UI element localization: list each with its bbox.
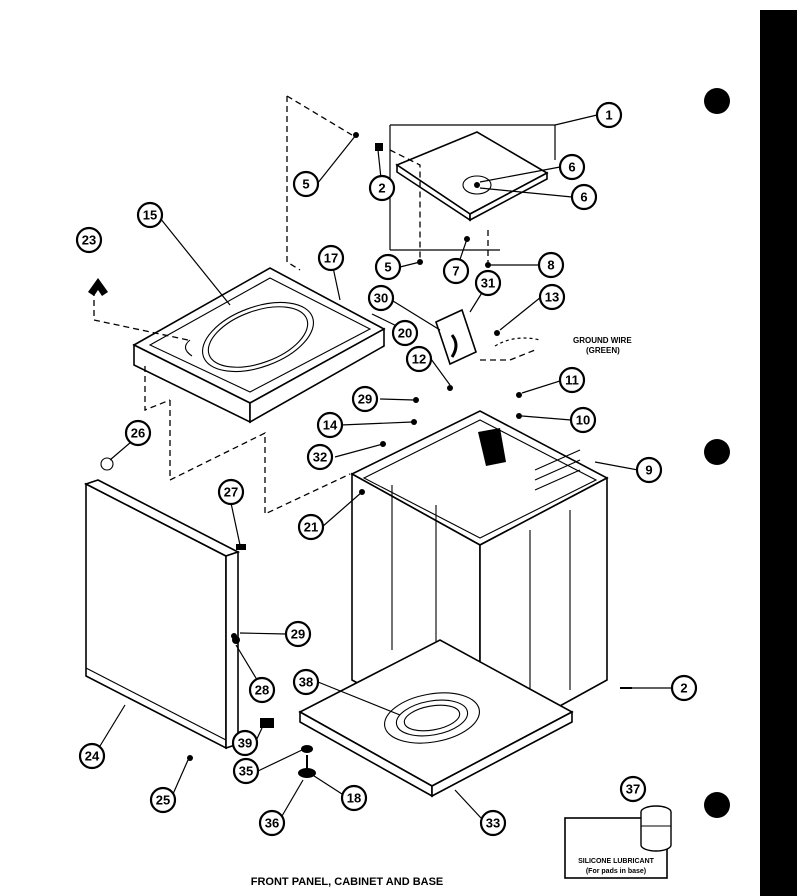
callout-number: 31 xyxy=(481,276,495,291)
callout-1: 1 xyxy=(595,101,623,129)
callout-26: 26 xyxy=(124,419,152,447)
callout-number: 24 xyxy=(85,749,100,764)
callout-24: 24 xyxy=(78,742,106,770)
top-cover-part xyxy=(395,131,549,222)
callout-5: 5 xyxy=(374,253,402,281)
callout-32: 32 xyxy=(306,443,334,471)
callout-18: 18 xyxy=(340,784,368,812)
callout-7: 7 xyxy=(442,257,470,285)
callout-17: 17 xyxy=(317,244,345,272)
callout-number: 6 xyxy=(580,190,587,205)
callout-number: 29 xyxy=(291,627,305,642)
callout-number: 21 xyxy=(304,520,318,535)
callout-number: 18 xyxy=(347,791,361,806)
callout-33: 33 xyxy=(479,809,507,837)
callout-number: 2 xyxy=(378,181,385,196)
callout-number: 37 xyxy=(626,782,640,797)
silicone-lubricant-box: SILICONE LUBRICANT (For pads in base) xyxy=(564,805,672,879)
callout-12: 12 xyxy=(405,345,433,373)
callout-number: 10 xyxy=(576,413,590,428)
callout-30: 30 xyxy=(367,284,395,312)
callout-28: 28 xyxy=(248,676,276,704)
ground-wire-label: GROUND WIRE xyxy=(573,336,632,345)
callout-25: 25 xyxy=(149,786,177,814)
callout-number: 15 xyxy=(143,208,157,223)
callout-27: 27 xyxy=(217,478,245,506)
callout-number: 35 xyxy=(239,764,253,779)
callout-number: 32 xyxy=(313,450,327,465)
callout-number: 7 xyxy=(452,264,459,279)
callout-number: 5 xyxy=(384,260,391,275)
callout-number: 23 xyxy=(82,233,96,248)
callout-number: 25 xyxy=(156,793,170,808)
callout-number: 9 xyxy=(645,463,652,478)
callout-21: 21 xyxy=(297,513,325,541)
callout-35: 35 xyxy=(232,757,260,785)
callout-number: 8 xyxy=(547,258,554,273)
callout-8: 8 xyxy=(537,251,565,279)
callout-number: 27 xyxy=(224,485,238,500)
callout-37: 37 xyxy=(619,775,647,803)
callout-2: 2 xyxy=(670,674,698,702)
binder-hole xyxy=(704,439,730,465)
callout-31: 31 xyxy=(474,269,502,297)
callout-number: 30 xyxy=(374,291,388,306)
callout-39: 39 xyxy=(231,729,259,757)
binder-hole xyxy=(704,88,730,114)
callout-10: 10 xyxy=(569,406,597,434)
callout-number: 2 xyxy=(680,681,687,696)
scan-edge-band xyxy=(760,10,797,896)
figure-caption: FRONT PANEL, CABINET AND BASE xyxy=(251,876,444,888)
callout-number: 38 xyxy=(299,675,313,690)
ground-wire-note: GROUND WIRE (GREEN) xyxy=(573,336,632,355)
callout-number: 20 xyxy=(398,326,412,341)
callout-13: 13 xyxy=(538,283,566,311)
console-top-part xyxy=(132,267,386,424)
callout-2: 2 xyxy=(368,174,396,202)
callout-9: 9 xyxy=(635,456,663,484)
callout-5: 5 xyxy=(292,170,320,198)
callout-number: 1 xyxy=(605,108,612,123)
callout-number: 11 xyxy=(565,373,579,388)
callout-14: 14 xyxy=(316,411,344,439)
ground-wire-sublabel: (GREEN) xyxy=(586,346,620,355)
binder-hole xyxy=(704,792,730,818)
silicone-label: SILICONE LUBRICANT xyxy=(578,858,655,865)
callout-number: 29 xyxy=(358,392,372,407)
callout-6: 6 xyxy=(558,153,586,181)
front-panel-part xyxy=(83,479,241,750)
callout-number: 33 xyxy=(486,816,500,831)
base-part xyxy=(298,639,574,798)
callout-number: 17 xyxy=(324,251,338,266)
callout-number: 39 xyxy=(238,736,252,751)
callout-15: 15 xyxy=(136,201,164,229)
callout-6: 6 xyxy=(570,183,598,211)
callout-number: 12 xyxy=(412,352,426,367)
callout-29: 29 xyxy=(284,620,312,648)
callout-11: 11 xyxy=(558,366,586,394)
callout-36: 36 xyxy=(258,809,286,837)
callout-number: 26 xyxy=(131,426,145,441)
hardware-pieces xyxy=(88,132,632,778)
callout-number: 6 xyxy=(568,160,575,175)
callout-number: 5 xyxy=(302,177,309,192)
callout-29: 29 xyxy=(351,385,379,413)
dashed-assembly-lines xyxy=(93,95,536,516)
callout-23: 23 xyxy=(75,226,103,254)
silicone-sublabel: (For pads in base) xyxy=(586,868,646,875)
callout-number: 13 xyxy=(545,290,559,305)
callout-number: 36 xyxy=(265,816,279,831)
callout-38: 38 xyxy=(292,668,320,696)
callout-number: 28 xyxy=(255,683,269,698)
callout-20: 20 xyxy=(391,319,419,347)
callout-number: 14 xyxy=(323,418,338,433)
